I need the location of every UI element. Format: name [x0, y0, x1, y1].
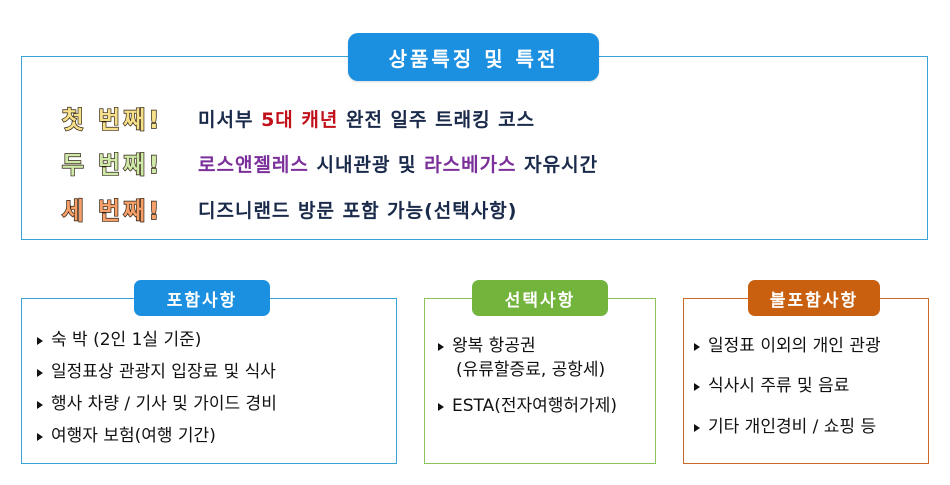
feature-tag: 첫 번째! [61, 105, 163, 134]
list-item-line: 숙 박 (2인 1실 기준) [51, 330, 202, 350]
bullet-arrow-icon [438, 403, 444, 411]
bullet-arrow-icon [37, 401, 43, 409]
list-item-line: (유류할증료, 공항세) [456, 360, 606, 380]
list-item-line: 일정표 이외의 개인 관광 [708, 336, 881, 356]
bullet-arrow-icon [438, 343, 444, 351]
feature-text-segment: 미서부 [198, 109, 262, 131]
list-item: 식사시 주류 및 음료 [694, 374, 849, 398]
feature-text-segment: 디즈니랜드 방문 포함 가능(선택사항) [198, 200, 518, 222]
excluded-panel [683, 298, 929, 464]
list-item: 숙 박 (2인 1실 기준) [37, 328, 201, 352]
list-item-line: 기타 개인경비 / 쇼핑 등 [708, 417, 877, 437]
feature-tag: 세 번째! [61, 196, 163, 225]
list-item: 왕복 항공권 (유류할증료, 공항세) [438, 334, 605, 382]
list-item-line: 식사시 주류 및 음료 [708, 376, 850, 396]
features-title: 상품특징 및 특전 [348, 33, 599, 81]
list-item: ESTA(전자여행허가제) [438, 394, 617, 418]
list-item-text: 식사시 주류 및 음료 [708, 374, 849, 398]
list-item-text: 행사 차량 / 기사 및 가이드 경비 [51, 392, 277, 416]
feature-text: 미서부 5대 캐년 완전 일주 트래킹 코스 [198, 105, 535, 132]
feature-text-segment: 라스베가스 [424, 154, 517, 176]
included-panel [21, 298, 397, 464]
list-item-line: 행사 차량 / 기사 및 가이드 경비 [51, 394, 277, 414]
list-item: 행사 차량 / 기사 및 가이드 경비 [37, 392, 277, 416]
included-title: 포함사항 [134, 280, 270, 316]
list-item-line: ESTA(전자여행허가제) [452, 396, 617, 416]
optional-panel [424, 298, 656, 464]
bullet-arrow-icon [37, 337, 43, 345]
bullet-arrow-icon [694, 383, 700, 391]
list-item-line: 일정표상 관광지 입장료 및 식사 [51, 362, 276, 382]
excluded-title: 불포함사항 [748, 280, 880, 316]
list-item-text: 왕복 항공권 (유류할증료, 공항세) [452, 334, 605, 382]
feature-text-segment: 시내관광 및 [308, 154, 425, 176]
feature-text-segment: 자유시간 [516, 154, 599, 176]
feature-text: 디즈니랜드 방문 포함 가능(선택사항) [198, 196, 517, 223]
list-item-text: 여행자 보험(여행 기간) [51, 424, 216, 448]
list-item-line: 왕복 항공권 [452, 336, 536, 356]
list-item-text: ESTA(전자여행허가제) [452, 394, 617, 418]
list-item-line: 여행자 보험(여행 기간) [51, 426, 216, 446]
list-item: 일정표상 관광지 입장료 및 식사 [37, 360, 276, 384]
list-item: 기타 개인경비 / 쇼핑 등 [694, 415, 876, 439]
features-box [21, 56, 928, 240]
bullet-arrow-icon [37, 433, 43, 441]
list-item: 일정표 이외의 개인 관광 [694, 334, 881, 358]
list-item-text: 일정표상 관광지 입장료 및 식사 [51, 360, 276, 384]
feature-text-segment: 로스앤젤레스 [198, 154, 309, 176]
bullet-arrow-icon [694, 424, 700, 432]
bullet-arrow-icon [37, 369, 43, 377]
feature-text-segment: 5대 캐년 [261, 109, 339, 131]
optional-title: 선택사항 [472, 280, 608, 316]
list-item-text: 기타 개인경비 / 쇼핑 등 [708, 415, 876, 439]
list-item-text: 일정표 이외의 개인 관광 [708, 334, 881, 358]
bullet-arrow-icon [694, 343, 700, 351]
feature-tag: 두 번째! [61, 150, 163, 179]
feature-text-segment: 완전 일주 트래킹 코스 [338, 109, 536, 131]
list-item-text: 숙 박 (2인 1실 기준) [51, 328, 201, 352]
list-item: 여행자 보험(여행 기간) [37, 424, 216, 448]
feature-text: 로스앤젤레스 시내관광 및 라스베가스 자유시간 [198, 150, 598, 177]
